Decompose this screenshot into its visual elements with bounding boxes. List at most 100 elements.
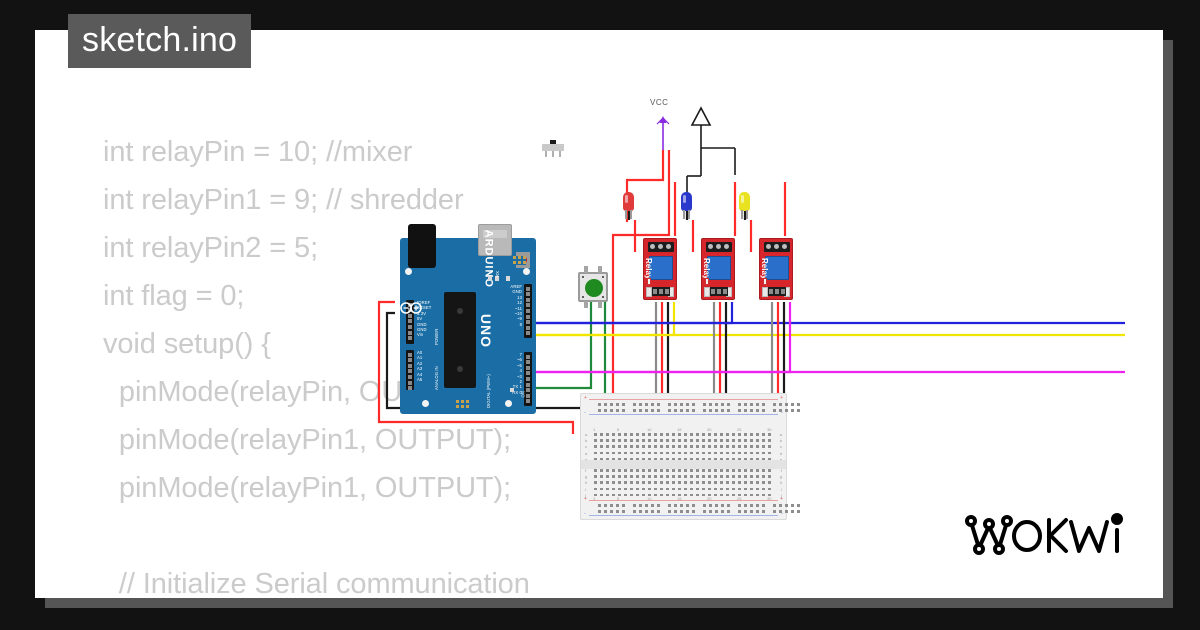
breadboard-hole[interactable] xyxy=(773,504,776,507)
breadboard-hole[interactable] xyxy=(727,409,730,412)
breadboard-hole[interactable] xyxy=(702,493,705,497)
breadboard-hole[interactable] xyxy=(768,481,771,484)
breadboard-hole[interactable] xyxy=(702,451,705,455)
breadboard-hole[interactable] xyxy=(708,469,711,472)
breadboard-hole[interactable] xyxy=(622,409,625,412)
breadboard-hole[interactable] xyxy=(779,504,782,507)
breadboard-hole[interactable] xyxy=(616,403,619,406)
breadboard-hole[interactable] xyxy=(732,487,735,491)
breadboard-hole[interactable] xyxy=(612,457,615,461)
breadboard-hole[interactable] xyxy=(648,493,651,497)
analog-header[interactable] xyxy=(406,350,414,391)
breadboard-hole[interactable] xyxy=(630,457,633,461)
breadboard-hole[interactable] xyxy=(732,439,735,442)
breadboard-hole[interactable] xyxy=(756,469,759,472)
breadboard-hole[interactable] xyxy=(674,510,677,513)
breadboard-hole[interactable] xyxy=(768,475,771,478)
breadboard-hole[interactable] xyxy=(666,457,669,461)
breadboard-hole[interactable] xyxy=(744,457,747,461)
header-pin[interactable] xyxy=(526,354,530,359)
breadboard-hole[interactable] xyxy=(639,403,642,406)
breadboard-hole[interactable] xyxy=(648,487,651,491)
breadboard-hole[interactable] xyxy=(610,403,613,406)
breadboard-hole[interactable] xyxy=(744,433,747,436)
breadboard-hole[interactable] xyxy=(654,487,657,491)
breadboard-hole[interactable] xyxy=(672,487,675,491)
breadboard-hole[interactable] xyxy=(738,451,741,455)
header-pin[interactable] xyxy=(526,286,530,291)
breadboard-hole[interactable] xyxy=(762,475,765,478)
breadboard-hole[interactable] xyxy=(703,504,706,507)
breadboard-hole[interactable] xyxy=(660,493,663,497)
breadboard-hole[interactable] xyxy=(648,439,651,442)
breadboard-hole[interactable] xyxy=(630,487,633,491)
breadboard-hole[interactable] xyxy=(768,451,771,455)
breadboard-hole[interactable] xyxy=(714,493,717,497)
breadboard-hole[interactable] xyxy=(678,475,681,478)
header-pin[interactable] xyxy=(526,320,530,325)
header-pin[interactable] xyxy=(408,369,412,374)
breadboard-hole[interactable] xyxy=(680,510,683,513)
breadboard[interactable]: ++--++--aabbccddeeffgghhiijj115510101515… xyxy=(580,393,800,520)
breadboard-hole[interactable] xyxy=(738,469,741,472)
breadboard-hole[interactable] xyxy=(714,457,717,461)
breadboard-hole[interactable] xyxy=(684,445,687,448)
breadboard-hole[interactable] xyxy=(600,433,603,436)
breadboard-hole[interactable] xyxy=(642,481,645,484)
breadboard-hole[interactable] xyxy=(750,481,753,484)
breadboard-hole[interactable] xyxy=(612,433,615,436)
breadboard-hole[interactable] xyxy=(672,457,675,461)
breadboard-hole[interactable] xyxy=(604,510,607,513)
header-pin[interactable] xyxy=(526,393,530,398)
breadboard-hole[interactable] xyxy=(750,510,753,513)
breadboard-hole[interactable] xyxy=(624,469,627,472)
breadboard-hole[interactable] xyxy=(738,403,741,406)
breadboard-hole[interactable] xyxy=(678,469,681,472)
breadboard-hole[interactable] xyxy=(630,481,633,484)
breadboard-hole[interactable] xyxy=(690,469,693,472)
breadboard-hole[interactable] xyxy=(680,409,683,412)
breadboard-hole[interactable] xyxy=(750,487,753,491)
breadboard-hole[interactable] xyxy=(684,481,687,484)
breadboard-hole[interactable] xyxy=(624,451,627,455)
breadboard-hole[interactable] xyxy=(630,451,633,455)
breadboard-hole[interactable] xyxy=(618,439,621,442)
header-pin[interactable] xyxy=(526,360,530,365)
breadboard-hole[interactable] xyxy=(773,403,776,406)
header-pin[interactable] xyxy=(408,363,412,368)
breadboard-hole[interactable] xyxy=(750,493,753,497)
breadboard-hole[interactable] xyxy=(678,451,681,455)
breadboard-hole[interactable] xyxy=(773,510,776,513)
breadboard-hole[interactable] xyxy=(797,504,800,507)
breadboard-hole[interactable] xyxy=(785,510,788,513)
breadboard-hole[interactable] xyxy=(598,403,601,406)
breadboard-hole[interactable] xyxy=(678,433,681,436)
breadboard-hole[interactable] xyxy=(686,504,689,507)
breadboard-hole[interactable] xyxy=(624,439,627,442)
breadboard-hole[interactable] xyxy=(639,409,642,412)
breadboard-hole[interactable] xyxy=(744,403,747,406)
breadboard-hole[interactable] xyxy=(768,469,771,472)
digital-header-top[interactable] xyxy=(524,284,532,338)
breadboard-hole[interactable] xyxy=(732,451,735,455)
breadboard-hole[interactable] xyxy=(714,487,717,491)
breadboard-hole[interactable] xyxy=(797,409,800,412)
breadboard-hole[interactable] xyxy=(672,481,675,484)
breadboard-hole[interactable] xyxy=(672,469,675,472)
breadboard-hole[interactable] xyxy=(744,487,747,491)
breadboard-hole[interactable] xyxy=(657,504,660,507)
breadboard-hole[interactable] xyxy=(702,487,705,491)
breadboard-hole[interactable] xyxy=(762,451,765,455)
header-pin[interactable] xyxy=(408,336,412,341)
breadboard-hole[interactable] xyxy=(738,493,741,497)
breadboard-hole[interactable] xyxy=(738,433,741,436)
breadboard-hole[interactable] xyxy=(756,481,759,484)
breadboard-hole[interactable] xyxy=(610,510,613,513)
breadboard-hole[interactable] xyxy=(708,445,711,448)
breadboard-hole[interactable] xyxy=(636,469,639,472)
breadboard-hole[interactable] xyxy=(696,469,699,472)
breadboard-hole[interactable] xyxy=(612,487,615,491)
breadboard-hole[interactable] xyxy=(618,481,621,484)
breadboard-hole[interactable] xyxy=(684,439,687,442)
